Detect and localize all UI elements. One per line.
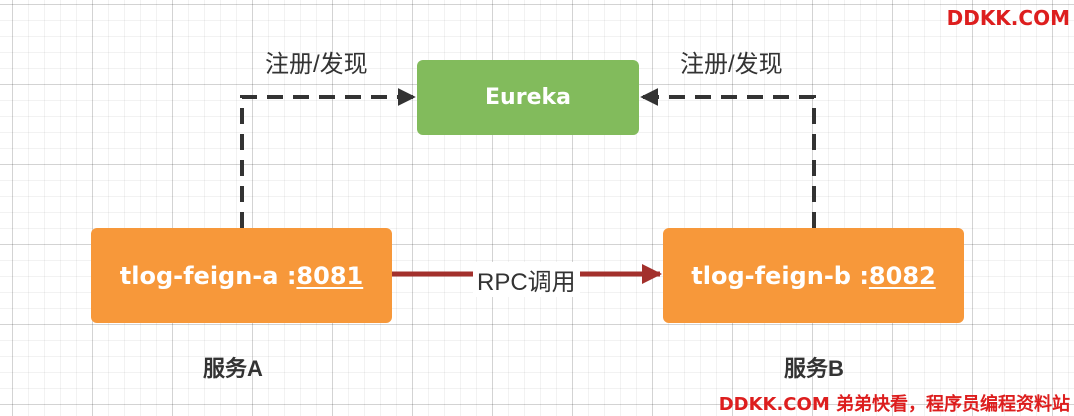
service-a-name: tlog-feign-a :	[119, 261, 297, 290]
service-a-port: 8081	[296, 261, 364, 290]
edge-label-rpc: RPC调用	[473, 262, 580, 297]
service-b-node: tlog-feign-b :8082	[663, 228, 964, 323]
edge-label-register-right: 注册/发现	[680, 51, 783, 78]
edge-a-to-eureka	[240, 88, 416, 228]
service-b-name: tlog-feign-b :	[691, 261, 869, 290]
watermark-top: DDKK.COM	[946, 6, 1070, 30]
caption-service-a: 服务A	[203, 356, 263, 381]
watermark-bottom: DDKK.COM 弟弟快看，程序员编程资料站	[718, 394, 1070, 415]
eureka-node: Eureka	[417, 60, 639, 135]
eureka-label: Eureka	[485, 85, 571, 110]
caption-service-b: 服务B	[784, 356, 844, 381]
edge-b-to-eureka	[640, 88, 816, 228]
service-a-node: tlog-feign-a :8081	[91, 228, 392, 323]
edge-label-register-left: 注册/发现	[265, 51, 368, 78]
service-b-port: 8082	[868, 261, 936, 290]
